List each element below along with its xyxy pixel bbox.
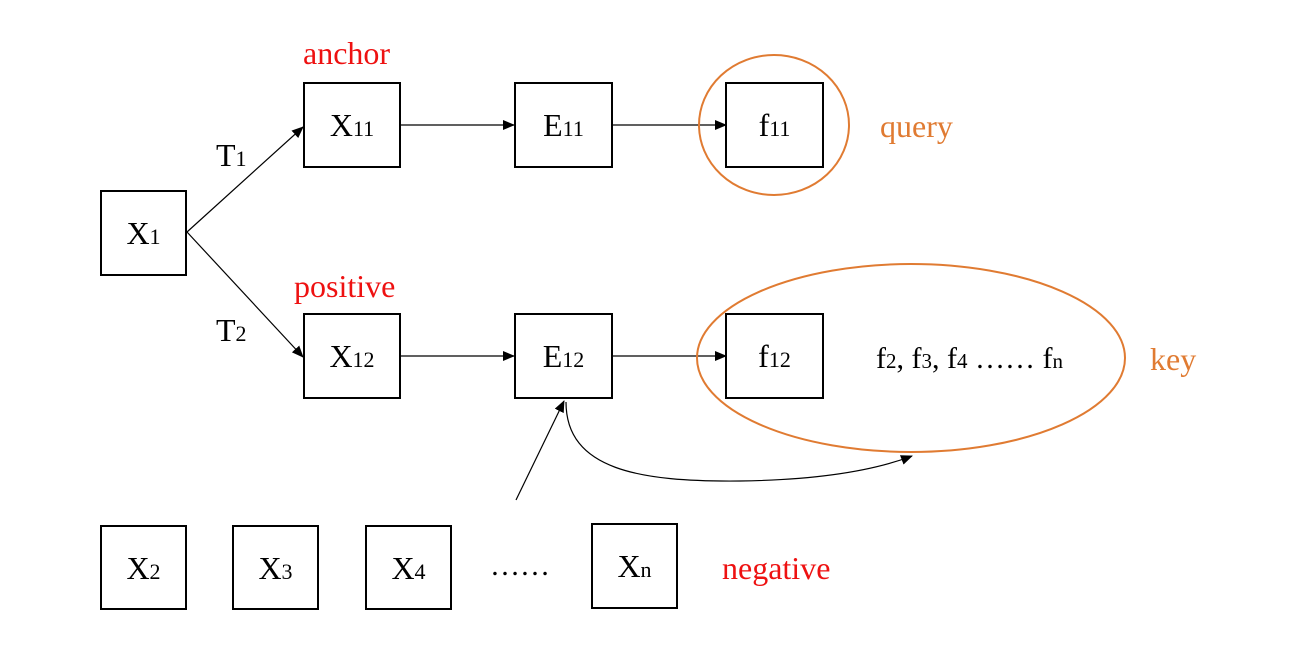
transform-t2-label: T2 bbox=[216, 312, 247, 348]
node-f11-label: f11 bbox=[759, 107, 791, 143]
positive-label: positive bbox=[294, 268, 395, 304]
node-x3-label: X3 bbox=[258, 550, 292, 586]
node-f12-label: f12 bbox=[758, 338, 791, 374]
node-x4: X4 bbox=[365, 525, 452, 610]
node-x1-label: X1 bbox=[126, 215, 160, 251]
node-x12: X12 bbox=[303, 313, 401, 399]
node-x2: X2 bbox=[100, 525, 187, 610]
edge-x1-x12 bbox=[186, 231, 304, 358]
node-x4-label: X4 bbox=[391, 550, 425, 586]
node-x3: X3 bbox=[232, 525, 319, 610]
anchor-label: anchor bbox=[303, 35, 390, 71]
node-x12-label: X12 bbox=[329, 338, 374, 374]
key-label: key bbox=[1150, 341, 1196, 377]
negatives-ellipsis: …… bbox=[490, 549, 550, 582]
negative-label: negative bbox=[722, 550, 830, 586]
transform-t1-label: T1 bbox=[216, 137, 247, 173]
query-ring bbox=[698, 54, 850, 196]
node-f11: f11 bbox=[725, 82, 824, 168]
key-feature-list: f2, f3, f4 …… fn bbox=[876, 342, 1064, 375]
node-x2-label: X2 bbox=[126, 550, 160, 586]
node-xn-label: Xn bbox=[617, 548, 651, 584]
node-e11: E11 bbox=[514, 82, 613, 168]
query-label: query bbox=[880, 108, 953, 144]
edge-x1-x11 bbox=[186, 126, 304, 233]
node-e12-label: E12 bbox=[543, 338, 585, 374]
node-e12: E12 bbox=[514, 313, 613, 399]
node-xn: Xn bbox=[591, 523, 678, 609]
node-x11-label: X11 bbox=[330, 107, 374, 143]
key-ring bbox=[696, 263, 1126, 453]
edge-e12-key-set bbox=[565, 401, 913, 482]
edge-negatives-e12 bbox=[515, 400, 565, 501]
node-f12: f12 bbox=[725, 313, 824, 399]
node-x1: X1 bbox=[100, 190, 187, 276]
node-x11: X11 bbox=[303, 82, 401, 168]
node-e11-label: E11 bbox=[543, 107, 584, 143]
